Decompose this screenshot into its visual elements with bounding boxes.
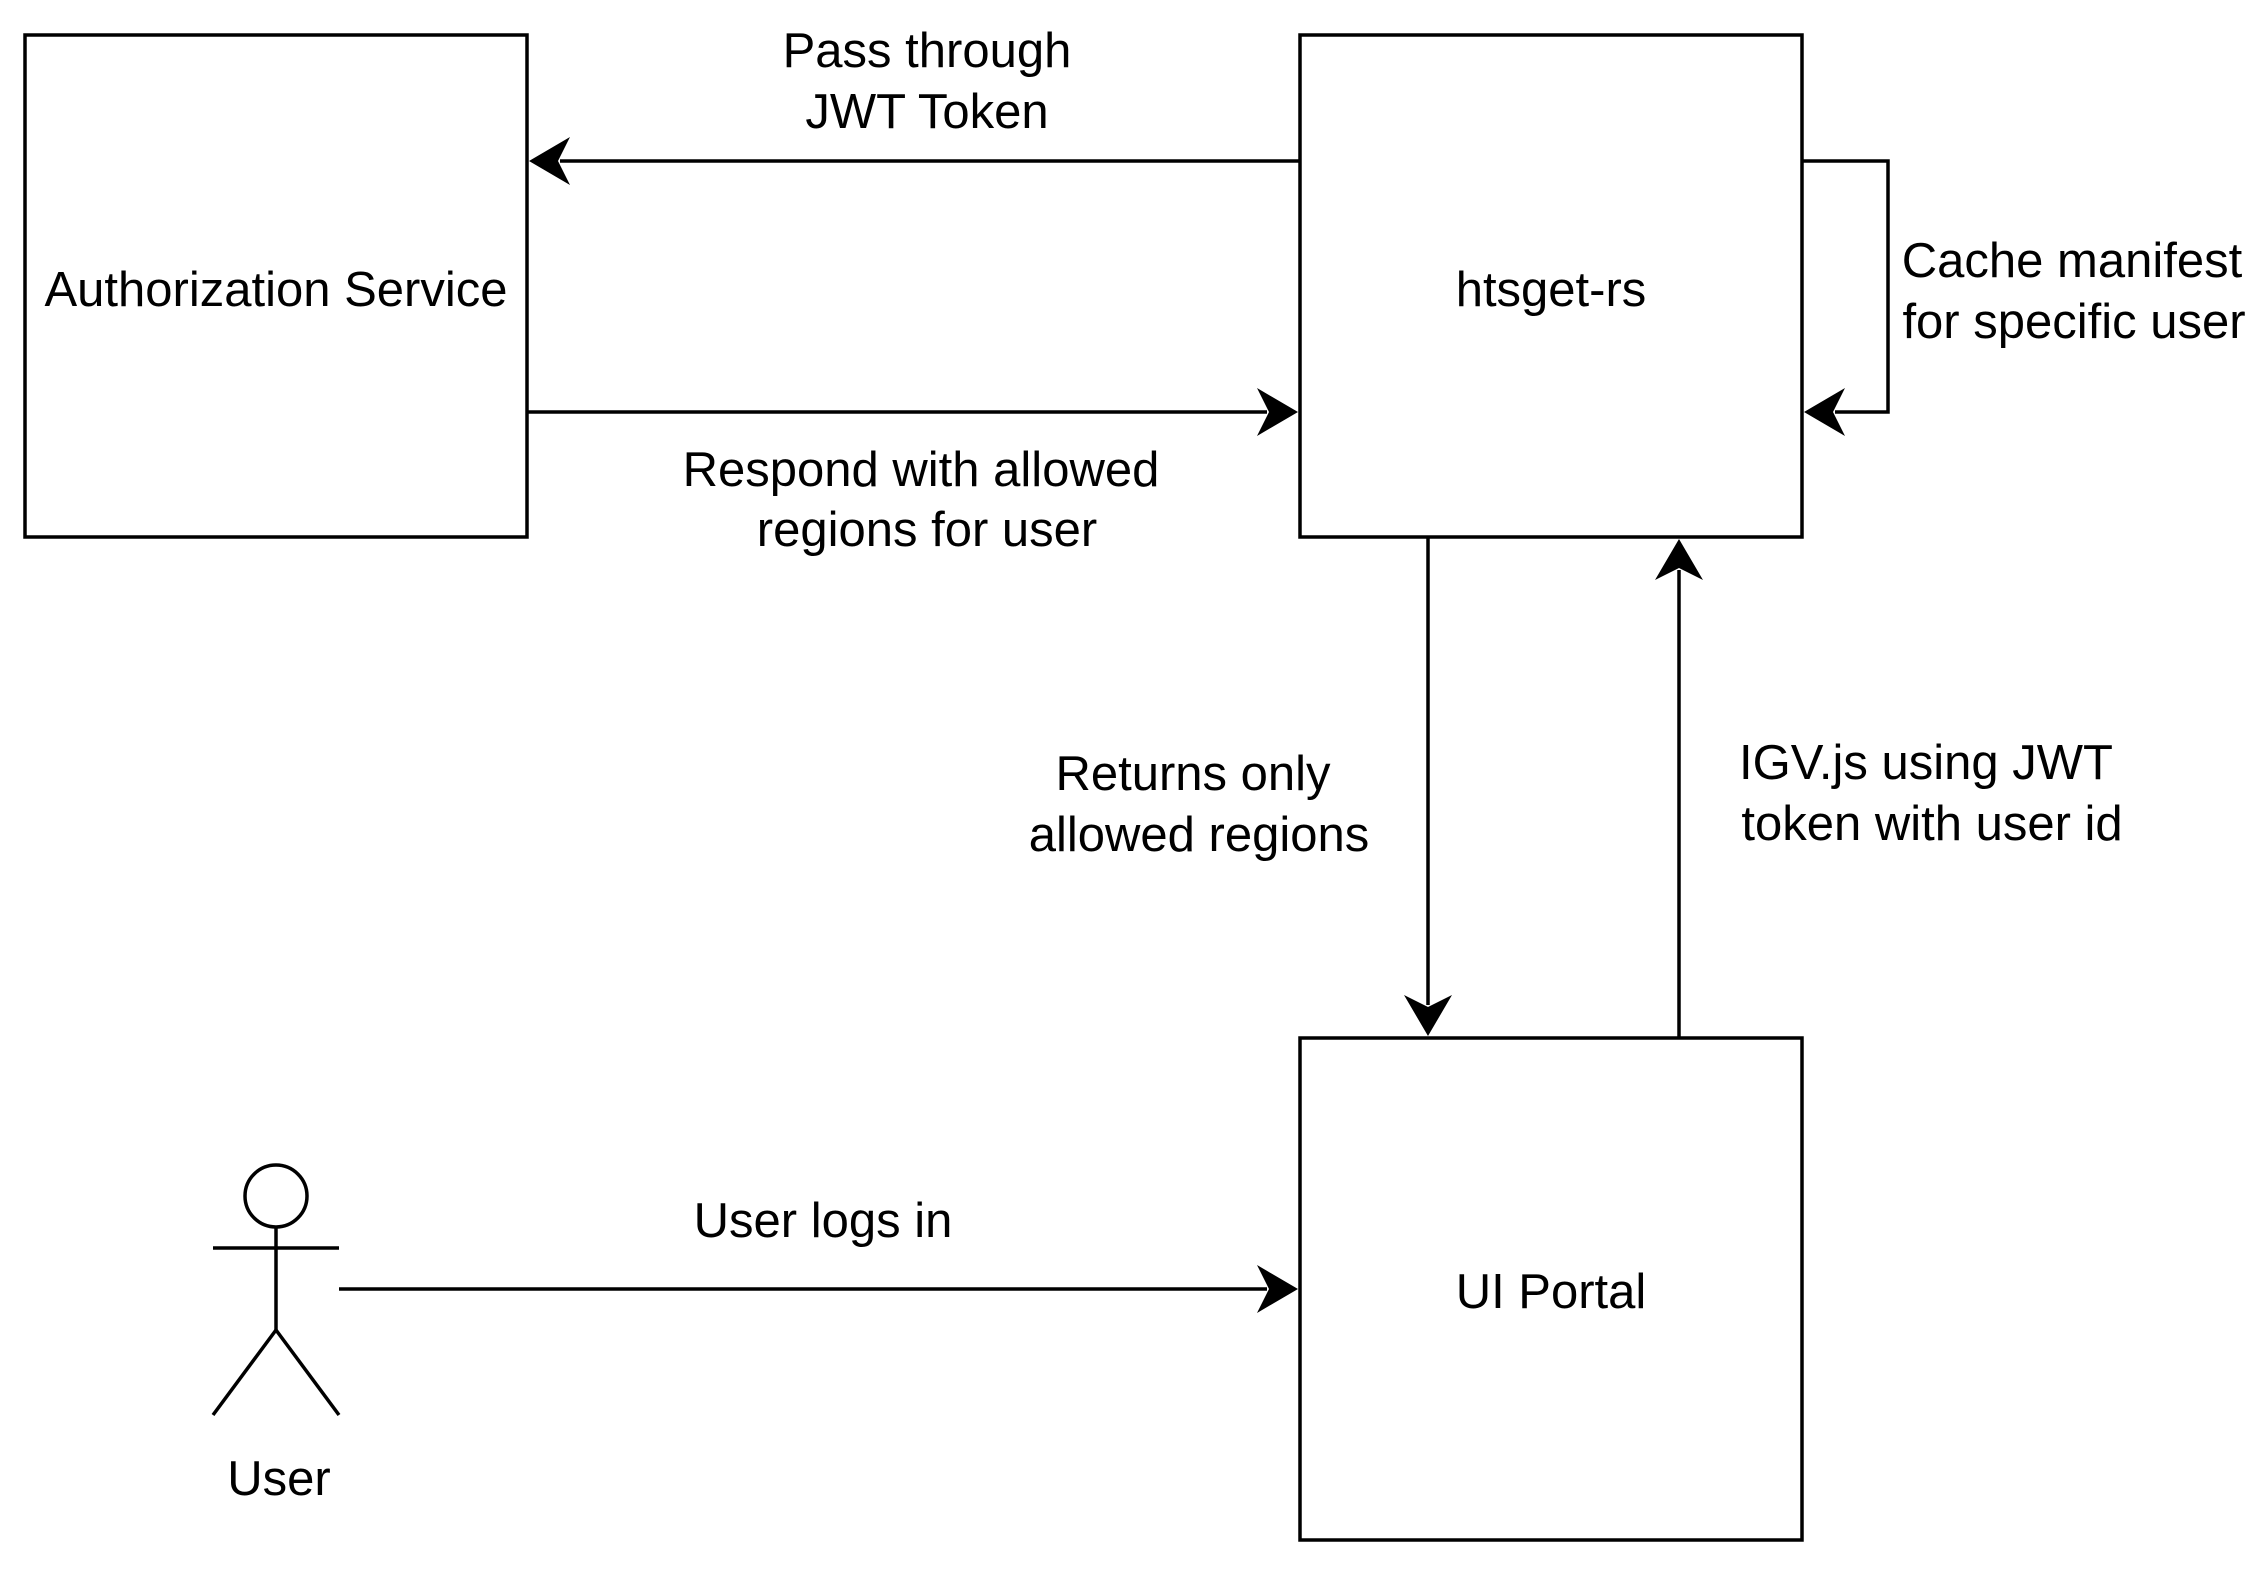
ui-portal-label: UI Portal <box>1456 1265 1647 1319</box>
cache-manifest-label-line1: Cache manifest <box>1902 234 2243 288</box>
igv-label-line2: token with user id <box>1741 797 2122 851</box>
respond-regions-label-line2: regions for user <box>757 503 1097 557</box>
arrowhead-left-icon <box>1804 388 1845 436</box>
arrowhead-down-icon <box>1404 995 1452 1036</box>
ui-portal-node: UI Portal <box>1298 1036 1804 1542</box>
pass-token-label-line2: JWT Token <box>805 85 1048 139</box>
igv-label-line1: IGV.js using JWT <box>1739 736 2113 790</box>
htsget-rs-box <box>1298 33 1804 539</box>
user-actor-head <box>243 1163 309 1229</box>
cache-manifest-edge: Cache manifest for specific user <box>1802 159 2246 436</box>
arrowhead-right-icon <box>1257 388 1298 436</box>
user-actor-left-leg <box>211 1328 278 1417</box>
arrowhead-left-icon <box>529 137 570 185</box>
arrowhead-up-icon <box>1655 539 1703 580</box>
ui-portal-box <box>1298 1036 1804 1542</box>
returns-regions-label-line1: Returns only <box>1055 747 1331 801</box>
arrowhead-right-icon <box>1257 1265 1298 1313</box>
htsget-rs-label: htsget-rs <box>1456 263 1647 317</box>
htsget-rs-node: htsget-rs <box>1298 33 1804 539</box>
cache-manifest-line <box>1802 159 1890 414</box>
authorization-service-box <box>23 33 529 539</box>
user-actor-label: User <box>227 1452 330 1506</box>
login-label: User logs in <box>694 1194 953 1248</box>
returns-regions-label-line2: allowed regions <box>1029 808 1370 862</box>
user-actor-right-leg <box>274 1328 341 1417</box>
authorization-service-node: Authorization Service <box>23 33 529 539</box>
returns-regions-edge: Returns only allowed regions <box>1029 537 1452 1036</box>
cache-manifest-label-line2: for specific user <box>1902 295 2245 349</box>
pass-token-label-line1: Pass through <box>783 24 1072 78</box>
authorization-service-label: Authorization Service <box>44 263 507 317</box>
user-actor: User <box>211 1163 341 1506</box>
igv-edge: IGV.js using JWT token with user id <box>1655 539 2123 1038</box>
pass-token-edge: Pass through JWT Token <box>529 24 1300 185</box>
respond-regions-label-line1: Respond with allowed <box>683 443 1160 497</box>
login-edge: User logs in <box>339 1194 1298 1313</box>
respond-regions-edge: Respond with allowed regions for user <box>527 388 1298 557</box>
